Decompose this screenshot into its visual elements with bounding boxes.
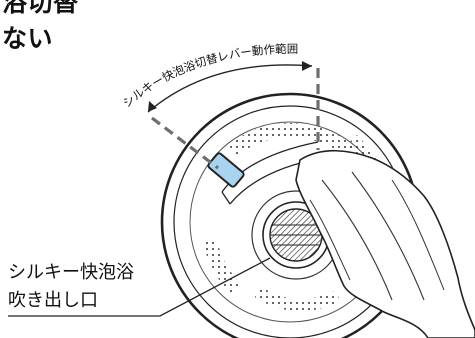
outlet-label-line-2: 吹き出し口 — [8, 290, 98, 311]
outlet-leader — [8, 257, 271, 317]
heading-line-1: 浴切替 — [2, 0, 79, 17]
perforation-top — [228, 123, 354, 156]
range-indicator — [151, 68, 320, 170]
perforation-bottom — [254, 286, 341, 311]
cloth — [295, 149, 475, 338]
perforation-left — [203, 238, 242, 295]
outlet-label-line-1: シルキー快泡浴 — [8, 262, 134, 283]
switch-lever[interactable] — [207, 152, 245, 188]
heading-line-2: ない — [2, 24, 54, 53]
range-arc — [147, 61, 313, 113]
